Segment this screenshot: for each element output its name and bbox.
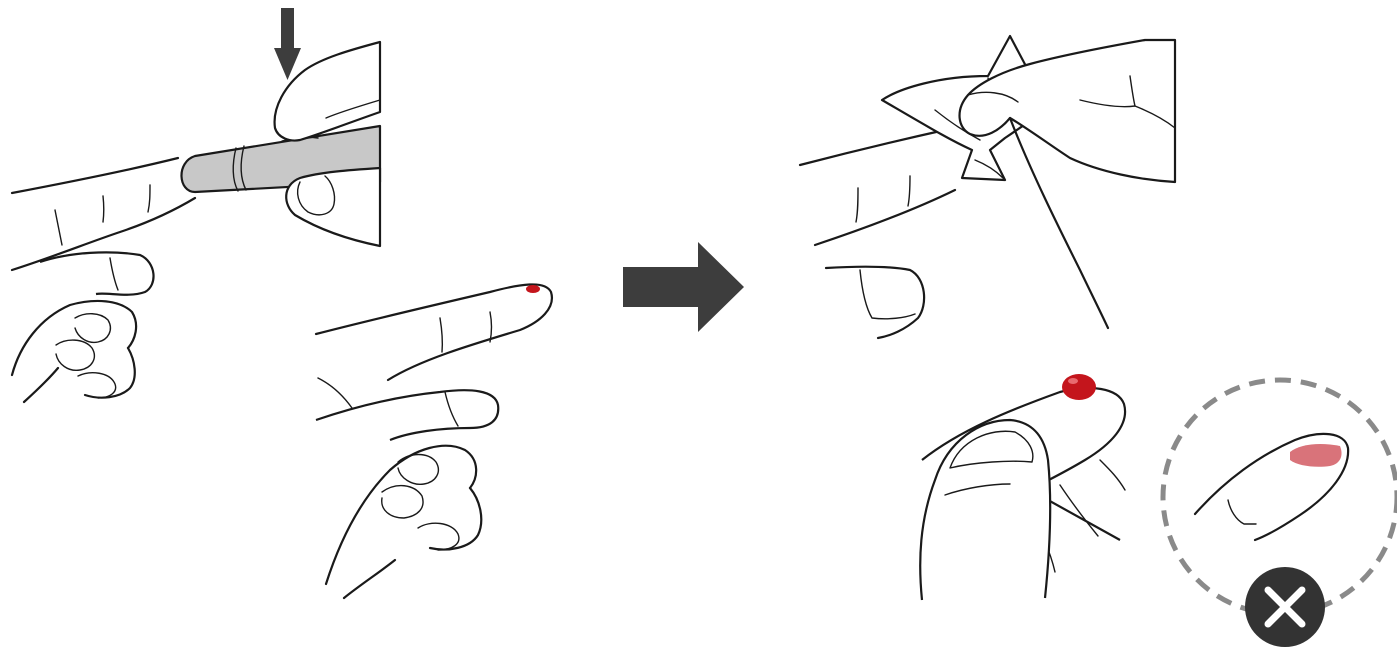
left-holding-hand [12, 252, 154, 402]
pointing-finger [316, 284, 552, 380]
smear-finger [1195, 434, 1348, 540]
panel-blood-drop [316, 284, 552, 598]
blood-drop-icon [1062, 374, 1096, 400]
wiped-finger [800, 130, 955, 338]
lower-fingers [286, 168, 380, 246]
down-arrow-icon [274, 8, 301, 80]
x-mark-icon [1245, 567, 1325, 647]
right-arrow-icon [623, 242, 744, 332]
panel-smear-warning [1163, 380, 1397, 647]
panel-wipe [800, 36, 1175, 338]
blood-drop-icon [526, 285, 540, 293]
right-holding-hand [316, 378, 498, 598]
panel-lancing [12, 8, 380, 402]
panel-second-drop [920, 374, 1125, 600]
wiping-hand [960, 40, 1175, 328]
